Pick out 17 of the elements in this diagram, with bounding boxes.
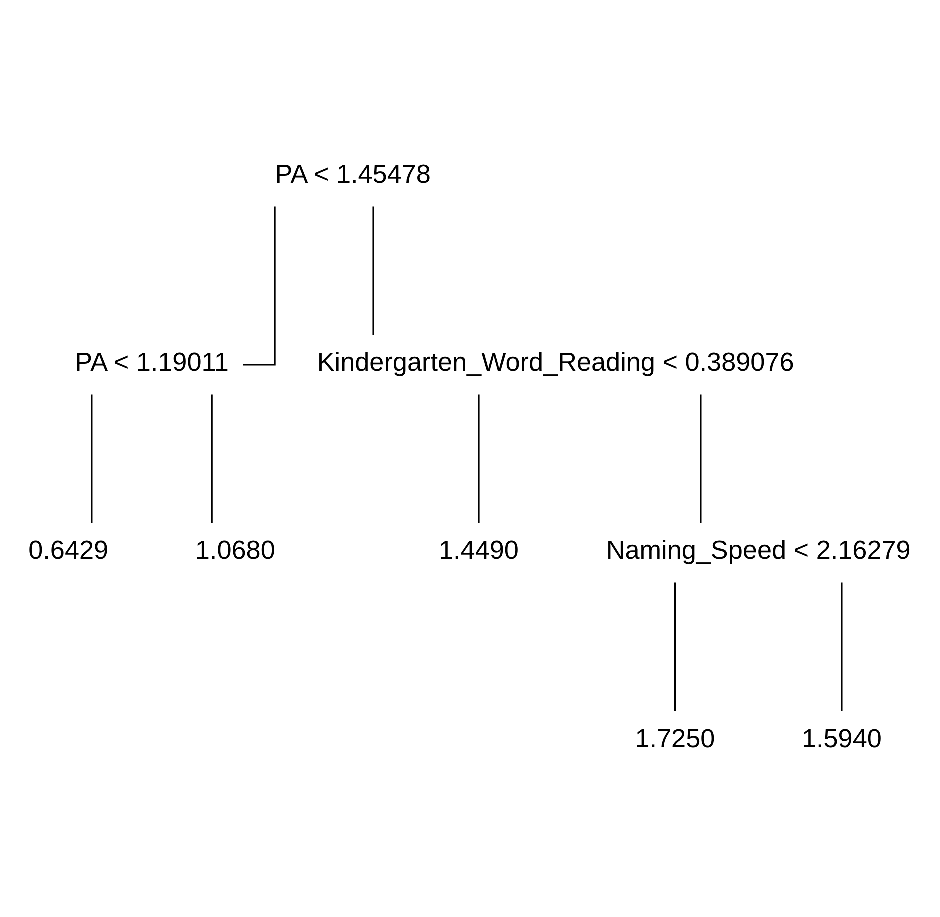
node-text: PA < 1.19011 [75, 346, 229, 377]
connector [841, 582, 843, 711]
connector [674, 582, 676, 711]
node-text: 0.6429 [28, 534, 109, 565]
node-text: PA < 1.45478 [275, 158, 431, 189]
connector [372, 206, 374, 335]
node-text: 1.5940 [802, 722, 882, 753]
node-text: 1.0680 [195, 534, 276, 565]
node-text: Naming_Speed < 2.16279 [606, 534, 911, 565]
node-text: 1.4490 [439, 534, 519, 565]
node-text: Kindergarten_Word_Reading < 0.389076 [317, 346, 794, 377]
connector [91, 394, 93, 523]
connector [700, 394, 702, 523]
connector [243, 206, 276, 366]
node-text: 1.7250 [635, 722, 716, 753]
connector [211, 394, 213, 523]
connector [478, 394, 480, 523]
